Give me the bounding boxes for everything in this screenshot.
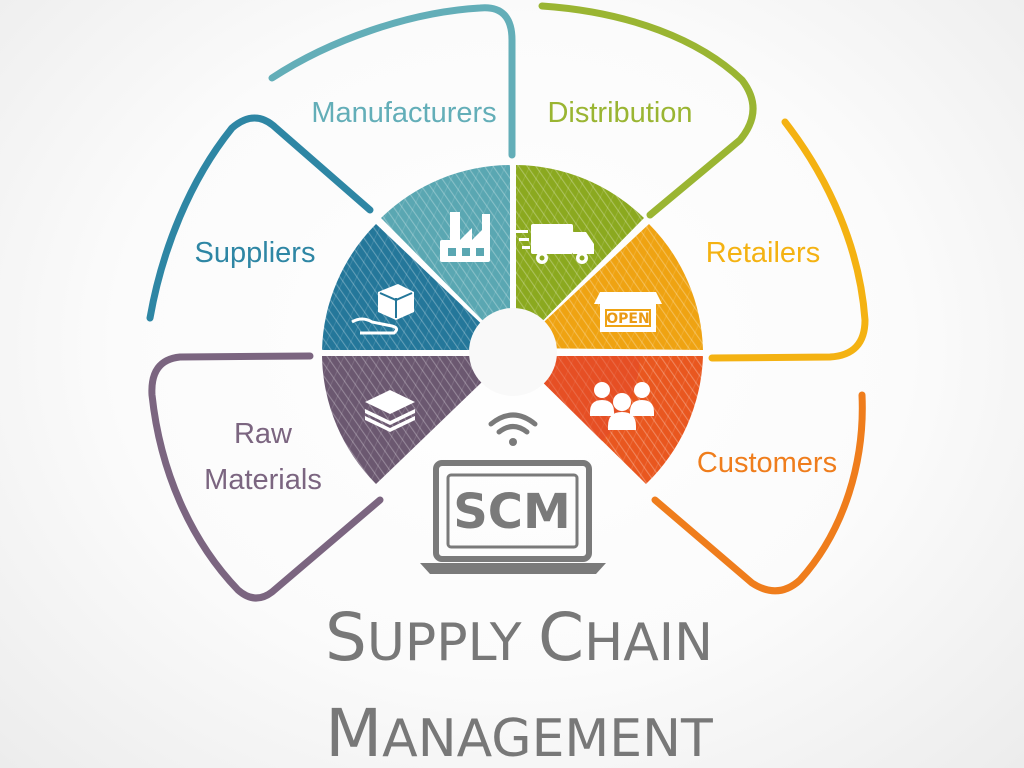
laptop-icon: SCM <box>420 460 606 574</box>
open-sign: OPEN <box>606 311 649 327</box>
title-line-2: MANAGEMENT <box>325 695 713 768</box>
stacked-layers-icon <box>365 390 415 432</box>
center-hub <box>469 308 557 396</box>
wifi-icon <box>488 412 538 446</box>
distribution-arc <box>538 2 757 219</box>
title-line-1: SUPPLY CHAIN <box>325 599 713 676</box>
customers-arc <box>651 391 866 595</box>
outer-ring <box>146 2 869 602</box>
label-customers: Customers <box>697 447 837 479</box>
label-manufacturers: Manufacturers <box>311 97 496 129</box>
label-retailers: Retailers <box>706 237 820 269</box>
shop-icon: OPEN <box>594 292 662 332</box>
manufacturers-arc <box>268 4 516 159</box>
factory-icon <box>440 212 490 262</box>
delivery-truck-icon <box>516 224 594 264</box>
label-distribution: Distribution <box>547 97 692 129</box>
retailers-arc <box>708 118 869 362</box>
box-in-hand-icon <box>351 284 414 335</box>
suppliers-arc <box>146 114 374 322</box>
raw-materials-arc <box>148 352 384 602</box>
scm-label: SCM <box>453 484 571 540</box>
label-suppliers: Suppliers <box>195 237 316 269</box>
people-icon <box>590 382 654 430</box>
label-raw: Raw <box>234 418 293 450</box>
label-materials: Materials <box>204 464 322 496</box>
